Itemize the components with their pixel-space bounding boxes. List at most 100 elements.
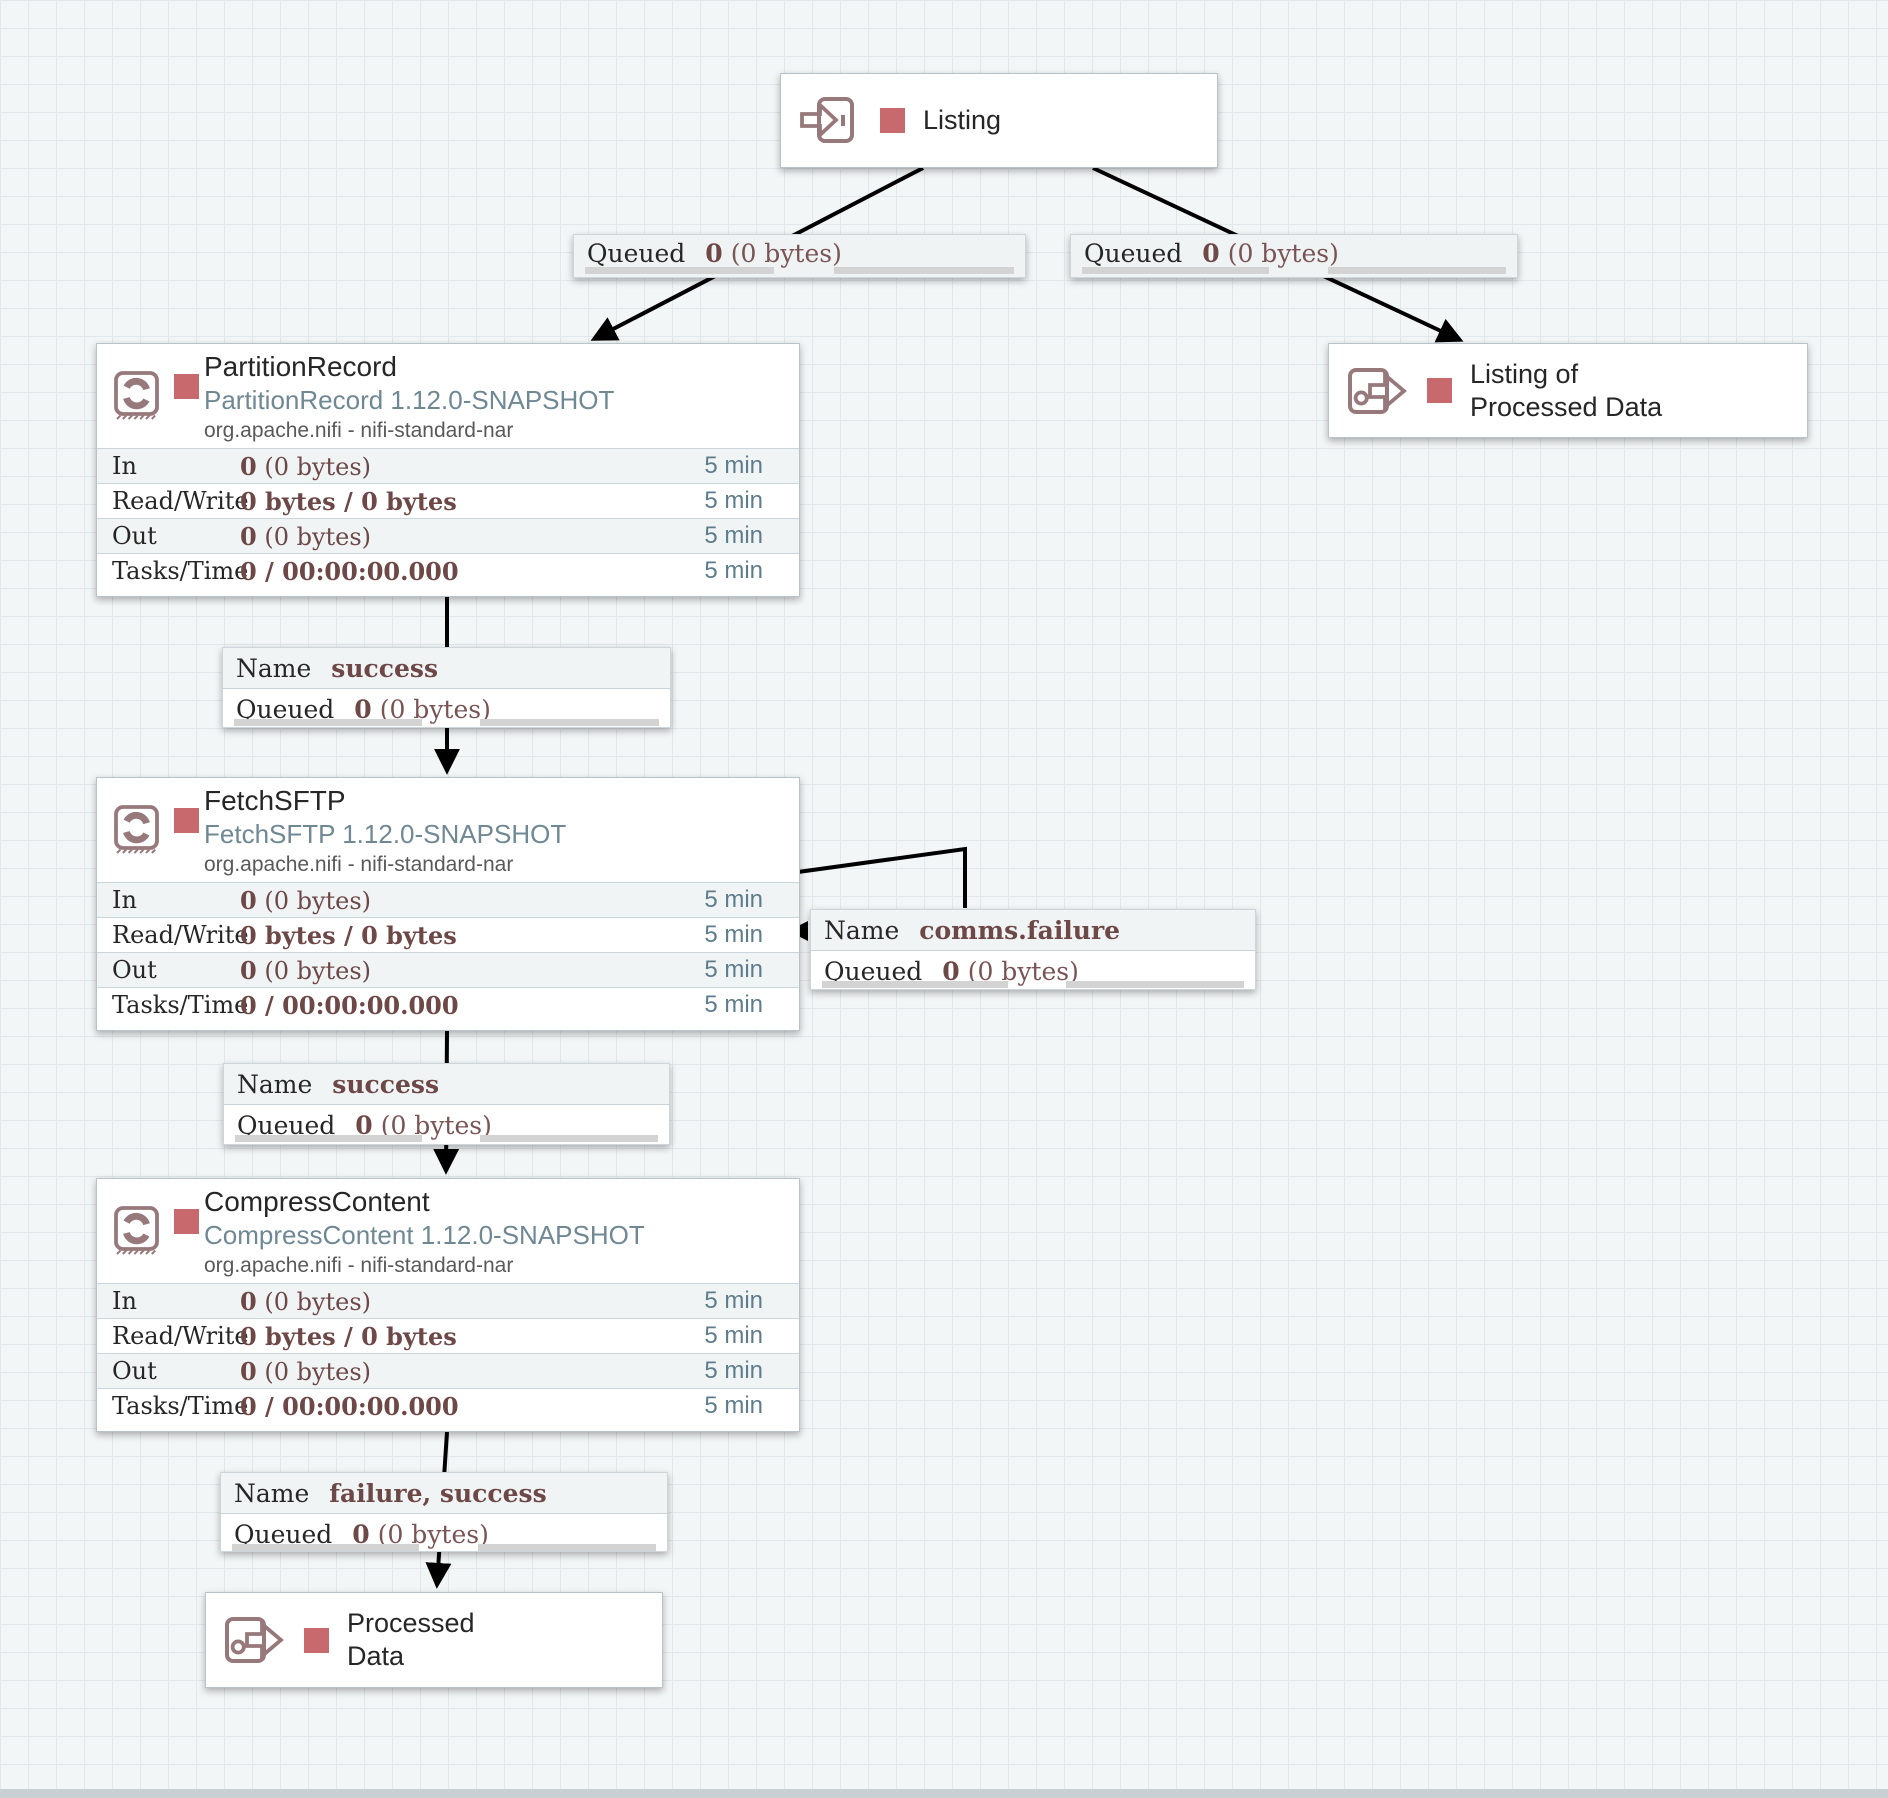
port-title: Listing: [923, 105, 1002, 135]
stat-window: 5 min: [704, 921, 763, 948]
queued-count: 0: [352, 1519, 370, 1549]
name-value: comms.failure: [919, 915, 1121, 945]
stat-label: Out: [112, 522, 157, 550]
stopped-state-square: [880, 108, 905, 133]
stat-value: 0 (0 bytes): [240, 885, 372, 915]
queued-count: 0: [942, 956, 960, 986]
stat-window: 5 min: [704, 1322, 763, 1349]
stat-row-in: In 0 (0 bytes) 5 min: [97, 448, 799, 483]
processor-compresscontent[interactable]: CompressContent CompressContent 1.12.0-S…: [96, 1178, 800, 1432]
stat-row-out: Out 0 (0 bytes) 5 min: [97, 1353, 799, 1388]
stat-value: 0 (0 bytes): [240, 1286, 372, 1316]
name-value: failure, success: [329, 1478, 547, 1508]
processor-title: FetchSFTP: [204, 785, 346, 816]
stat-row-tasks-time: Tasks/Time 0 / 00:00:00.000 5 min: [97, 553, 799, 588]
stat-value: 0 bytes / 0 bytes: [240, 920, 457, 950]
queued-size: (0 bytes): [379, 694, 491, 724]
stat-value: 0 (0 bytes): [240, 521, 372, 551]
port-title: Processed Data: [347, 1608, 475, 1671]
queued-size: (0 bytes): [380, 1110, 492, 1140]
name-value: success: [331, 653, 439, 683]
connection-label-comms-failure[interactable]: Name comms.failure Queued 0 (0 bytes): [810, 909, 1256, 990]
stat-value: 0 (0 bytes): [240, 1356, 372, 1386]
queue-percent-bars: [811, 981, 1255, 988]
queued-size: (0 bytes): [730, 239, 842, 268]
stat-window: 5 min: [704, 557, 763, 584]
stat-label: Read/Write: [112, 1322, 249, 1350]
stat-row-out: Out 0 (0 bytes) 5 min: [97, 518, 799, 553]
stat-window: 5 min: [704, 886, 763, 913]
name-value: success: [332, 1069, 440, 1099]
output-port-icon: [1348, 367, 1407, 414]
stopped-state-square: [174, 808, 199, 833]
connection-label-success-2[interactable]: Name success Queued 0 (0 bytes): [223, 1063, 670, 1145]
connection-label-success-1[interactable]: Name success Queued 0 (0 bytes): [222, 647, 671, 728]
output-port-icon: [225, 1617, 284, 1663]
stopped-state-square: [304, 1627, 329, 1653]
processor-partitionrecord[interactable]: PartitionRecord PartitionRecord 1.12.0-S…: [96, 343, 800, 597]
stopped-state-square: [1427, 378, 1452, 403]
queue-percent-bars: [1071, 267, 1517, 274]
queued-count: 0: [1202, 239, 1220, 268]
queue-percent-bars: [224, 1135, 669, 1142]
processor-version: FetchSFTP 1.12.0-SNAPSHOT: [204, 819, 567, 849]
stat-label: In: [112, 1287, 137, 1315]
processor-bundle: org.apache.nifi - nifi-standard-nar: [204, 853, 514, 876]
connection-label-listing-to-partitionrecord[interactable]: Queued 0 (0 bytes): [573, 234, 1026, 278]
stat-value: 0 / 00:00:00.000: [240, 1391, 459, 1421]
stat-window: 5 min: [704, 956, 763, 983]
name-label: Name: [236, 653, 312, 683]
stat-window: 5 min: [704, 522, 763, 549]
stat-label: Read/Write: [112, 487, 249, 515]
connection-line-fetchsftp-self-loop[interactable]: [797, 846, 967, 908]
stat-label: Out: [112, 1357, 157, 1385]
stat-value: 0 bytes / 0 bytes: [240, 486, 457, 516]
queue-percent-bars: [221, 1544, 667, 1551]
stat-row-out: Out 0 (0 bytes) 5 min: [97, 952, 799, 987]
stat-window: 5 min: [704, 487, 763, 514]
output-port-processed-data[interactable]: Processed Data: [205, 1592, 663, 1688]
queued-label: Queued: [236, 694, 335, 724]
stat-label: Out: [112, 956, 157, 984]
processor-icon: [114, 1206, 159, 1255]
queued-label: Queued: [1084, 239, 1183, 268]
queued-size: (0 bytes): [967, 956, 1079, 986]
stat-value: 0 (0 bytes): [240, 451, 372, 481]
stat-value: 0 (0 bytes): [240, 955, 372, 985]
processor-fetchsftp[interactable]: FetchSFTP FetchSFTP 1.12.0-SNAPSHOT org.…: [96, 777, 800, 1031]
queued-label: Queued: [824, 956, 923, 986]
input-port-listing[interactable]: Listing: [780, 73, 1218, 168]
queued-size: (0 bytes): [1227, 239, 1339, 268]
stat-row-read-write: Read/Write 0 bytes / 0 bytes 5 min: [97, 917, 799, 952]
stat-label: Tasks/Time: [112, 1392, 249, 1420]
canvas-edge-band: [0, 1789, 1888, 1798]
stat-window: 5 min: [704, 1357, 763, 1384]
stat-row-in: In 0 (0 bytes) 5 min: [97, 882, 799, 917]
stat-window: 5 min: [704, 1287, 763, 1314]
output-port-listing-of-processed-data[interactable]: Listing of Processed Data: [1328, 343, 1808, 438]
processor-title: PartitionRecord: [204, 351, 397, 382]
stat-row-in: In 0 (0 bytes) 5 min: [97, 1283, 799, 1318]
stat-window: 5 min: [704, 1392, 763, 1419]
stat-window: 5 min: [704, 452, 763, 479]
stat-row-read-write: Read/Write 0 bytes / 0 bytes 5 min: [97, 483, 799, 518]
name-label: Name: [824, 915, 900, 945]
stat-label: In: [112, 886, 137, 914]
stat-label: In: [112, 452, 137, 480]
processor-icon: [114, 371, 159, 420]
name-label: Name: [237, 1069, 313, 1099]
queued-label: Queued: [237, 1110, 336, 1140]
queued-count: 0: [705, 239, 723, 268]
queue-percent-bars: [223, 719, 670, 726]
stat-value: 0 bytes / 0 bytes: [240, 1321, 457, 1351]
stopped-state-square: [174, 374, 199, 399]
processor-icon: [114, 805, 159, 854]
stat-row-tasks-time: Tasks/Time 0 / 00:00:00.000 5 min: [97, 987, 799, 1022]
processor-title: CompressContent: [204, 1186, 430, 1217]
queued-count: 0: [355, 1110, 373, 1140]
processor-bundle: org.apache.nifi - nifi-standard-nar: [204, 419, 514, 442]
stat-label: Tasks/Time: [112, 991, 249, 1019]
connection-label-listing-to-output[interactable]: Queued 0 (0 bytes): [1070, 234, 1518, 278]
stopped-state-square: [174, 1209, 199, 1234]
connection-label-failure-success[interactable]: Name failure, success Queued 0 (0 bytes): [220, 1472, 668, 1552]
